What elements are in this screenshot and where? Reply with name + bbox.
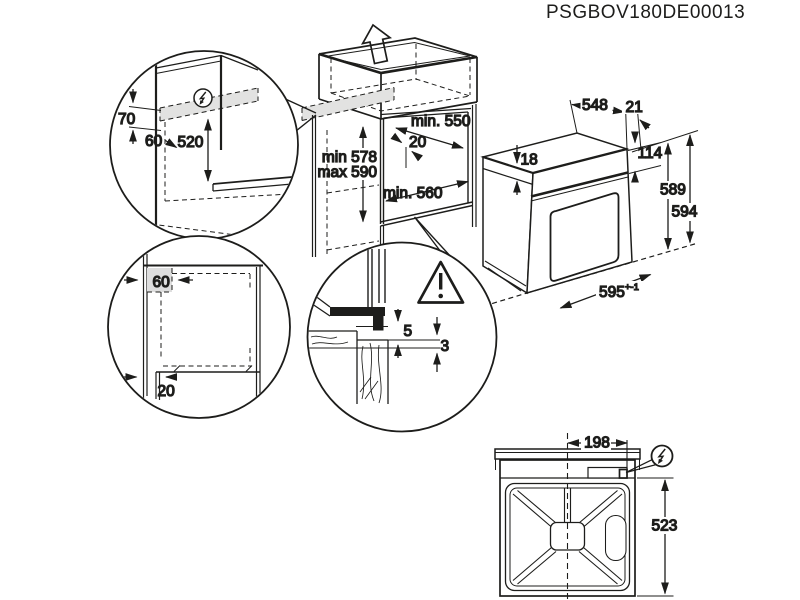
dim-zone-offset: 60 [145,133,163,150]
gap-detail-view: 5 3 [306,241,498,433]
dim-connection-offset: 198 [584,435,610,452]
dim-niche-height-min: min 578 [322,149,377,166]
electrical-detail-view: 70 60 520 [109,50,299,240]
wood-grain [310,335,382,404]
oven-plinth [484,260,527,292]
dim-niche-height-max: max 590 [318,164,378,181]
dim-gap-lower: 3 [441,338,450,355]
oven-perspective-view: 548 21 18 114 589 594 595+-1 [480,96,698,309]
dim-niche-depth-top: min. 550 [411,113,471,130]
side-clearance-detail-view: 60 20 [107,235,291,419]
dim-zone-height: 70 [118,111,136,128]
cabinet-niche-drawing: min. 550 20 min 578 max 590 min. 560 [275,23,478,283]
dim-height-above-shelf: 520 [178,134,204,151]
dim-body-height: 589 [660,182,686,199]
callout-terminal [625,459,657,474]
product-code: PSGBOV180DE00013 [546,2,745,23]
dim-front-overhang: 20 [158,383,176,400]
oven-top-view: 198 523 [494,433,681,600]
electric-connection-icon-topview [650,444,674,468]
electric-connection-icon [193,88,213,108]
dim-connection-depth: 523 [652,518,678,535]
dim-rear-gap: 60 [153,274,171,291]
control-panel-line [530,171,629,198]
dim-top-inset: 18 [521,152,538,169]
base-ribs [512,490,623,585]
dim-niche-depth-bottom: min. 560 [383,185,443,202]
oven-door-window [549,192,620,282]
dim-oven-width: 595+-1 [599,282,639,301]
dim-panel-height: 114 [638,145,663,162]
dim-gap-upper: 5 [404,323,413,340]
dim-oven-depth: 548 [582,97,608,114]
electrical-zone-strip [302,87,394,121]
terminal [618,468,628,479]
dim-total-height: 594 [672,204,698,221]
rear-gap-zone [147,268,172,292]
dim-door-thickness: 21 [626,99,643,116]
warning-icon [417,260,465,304]
dim-niche-front-offset: 20 [409,134,427,151]
